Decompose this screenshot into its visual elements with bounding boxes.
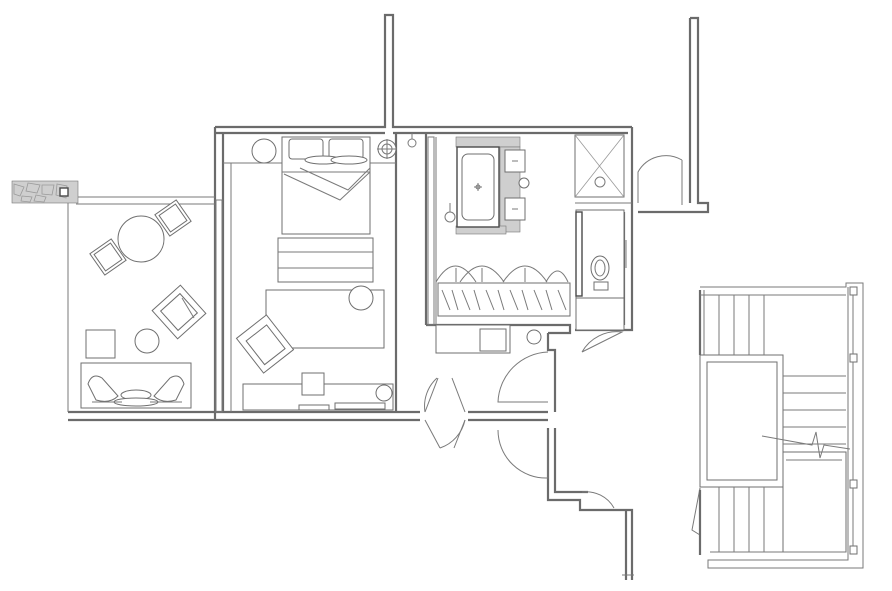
- nightstand-lamp: [251, 138, 277, 164]
- bathtub: [456, 146, 500, 228]
- double-vanity: [504, 149, 530, 221]
- outdoor-sofa-with-chairs: [80, 362, 192, 409]
- shower: [574, 134, 632, 204]
- desk-lamp: [348, 285, 374, 311]
- tv-console: [242, 372, 394, 411]
- terrace-side-table: [85, 329, 116, 359]
- bedroom-armchair: [235, 314, 295, 374]
- stairwell: [691, 282, 864, 569]
- wc: [575, 209, 627, 331]
- terrace-armchair: [151, 284, 207, 340]
- doors: [424, 155, 683, 509]
- planter-pattern: [11, 180, 79, 204]
- toilet: [590, 255, 610, 281]
- bedroom: [215, 133, 417, 413]
- bathroom: [427, 136, 571, 354]
- terrace-stool: [134, 328, 160, 354]
- terrace: [11, 180, 207, 409]
- walk-in-wardrobe: [435, 265, 571, 317]
- bed-bench: [277, 237, 374, 283]
- double-bed: [281, 136, 371, 235]
- terrace-round-table: [117, 215, 165, 263]
